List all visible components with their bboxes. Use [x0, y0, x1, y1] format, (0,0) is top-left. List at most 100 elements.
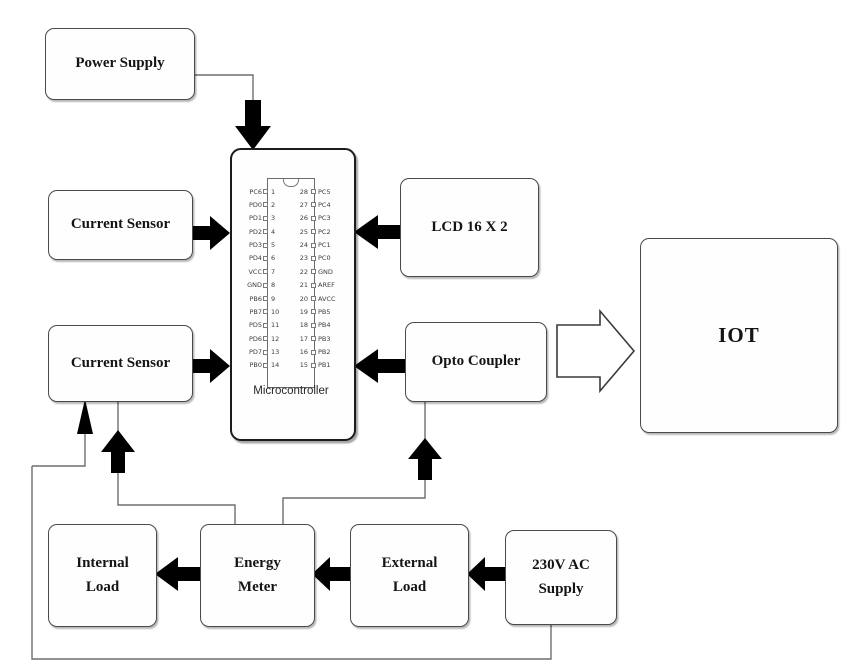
pin-right-stub	[311, 309, 316, 315]
pin-right-stub	[311, 229, 316, 235]
arrow-up-into-opto	[408, 438, 442, 480]
arrow-lcd-to-micro	[354, 215, 400, 249]
pin-left-stub	[263, 362, 268, 368]
block-energy-meter-line1: Energy	[234, 555, 281, 572]
pin-left-number: 14	[271, 361, 280, 370]
pin-left-stub	[263, 189, 268, 194]
pin-right-number: 28	[299, 187, 308, 196]
block-current-sensor-top: Current Sensor	[48, 190, 193, 260]
pin-right-name: AREF	[318, 281, 335, 290]
ic-pin-row: PD6 12 17 PB3	[238, 334, 344, 343]
pin-left-name: PD3	[248, 241, 262, 249]
block-energy-meter-line2: Meter	[237, 578, 278, 595]
arrow-opto-to-iot	[556, 308, 636, 394]
pin-right-name: PC3	[318, 214, 331, 223]
block-power-supply: Power Supply	[45, 28, 195, 100]
pin-right-name: PC0	[318, 254, 331, 263]
pin-right-number: 20	[299, 294, 308, 303]
pin-left-number: 2	[271, 200, 276, 209]
pin-right-stub	[311, 322, 316, 328]
pin-right-name: PB3	[318, 334, 331, 343]
pin-right-stub	[311, 282, 316, 288]
pin-right-number: 26	[299, 214, 308, 223]
wire-thin-arrow-stem	[32, 433, 86, 467]
pin-left-number: 7	[271, 267, 276, 276]
arrow-up-into-cs2	[101, 430, 135, 473]
pin-left-stub	[263, 215, 268, 221]
block-ac-supply: 230V AC Supply	[505, 530, 617, 625]
block-external-load-line2: Load	[392, 578, 427, 595]
block-iot-label: IOT	[718, 323, 760, 348]
pin-right-number: 15	[299, 361, 308, 370]
block-current-sensor-bottom-label: Current Sensor	[70, 354, 171, 371]
block-internal-load: Internal Load	[48, 524, 157, 627]
pin-left-stub	[263, 282, 268, 288]
pin-left-stub	[263, 242, 268, 248]
pin-left-name: PD2	[248, 227, 262, 236]
arrow-cs1-to-micro	[192, 216, 230, 250]
pin-left-number: 9	[271, 294, 276, 303]
block-internal-load-line2: Load	[85, 578, 120, 595]
pin-right-stub	[311, 255, 316, 261]
arrow-ac-to-externalload	[467, 557, 505, 591]
pin-left-number: 11	[271, 321, 280, 330]
pin-right-name: GND	[318, 267, 333, 276]
wire-cs2-stem-bottom	[117, 471, 236, 525]
arrow-power-to-micro	[235, 100, 271, 150]
pin-left-number: 5	[271, 241, 276, 249]
pin-right-number: 18	[299, 321, 308, 330]
pin-left-number: 8	[271, 281, 276, 290]
pin-right-name: PB2	[318, 348, 331, 356]
arrow-el-to-energymeter	[312, 557, 350, 591]
block-ac-supply-line1: 230V AC	[532, 557, 590, 574]
ic-pin-row: PD3 5 24 PC1	[238, 241, 344, 250]
pin-left-number: 12	[271, 334, 280, 343]
pin-right-number: 22	[299, 267, 308, 276]
pin-left-name: PB6	[249, 294, 262, 303]
pin-left-stub	[263, 322, 268, 328]
arrow-cs2-to-micro	[191, 349, 230, 383]
pin-right-name: PC1	[318, 241, 331, 249]
pin-right-name: PC4	[318, 200, 331, 209]
pin-left-number: 6	[271, 254, 276, 263]
arrow-thin-up-into-cs2	[77, 399, 93, 434]
block-lcd-label: LCD 16 X 2	[431, 218, 508, 235]
pin-left-name: PD0	[248, 200, 262, 209]
pin-right-stub	[311, 215, 316, 221]
pin-left-name: PD5	[248, 321, 262, 330]
pin-left-name: PD6	[248, 334, 262, 343]
pin-right-name: PB4	[318, 321, 331, 330]
block-current-sensor-bottom: Current Sensor	[48, 325, 193, 402]
pin-left-number: 1	[271, 187, 276, 196]
block-power-supply-label: Power Supply	[75, 55, 165, 72]
pin-right-number: 16	[299, 348, 308, 356]
pin-left-number: 10	[271, 307, 280, 316]
pin-left-stub	[263, 229, 268, 235]
block-iot: IOT	[640, 238, 838, 433]
pin-right-number: 24	[299, 241, 308, 249]
pin-right-stub	[311, 269, 316, 275]
ic-pin-row: PD7 13 16 PB2	[238, 348, 344, 357]
block-ac-supply-line2: Supply	[538, 580, 584, 597]
pin-left-stub	[263, 349, 268, 355]
pin-left-number: 13	[271, 348, 280, 356]
block-external-load-line1: External	[381, 555, 438, 572]
pin-right-number: 25	[299, 227, 308, 236]
pin-right-number: 17	[299, 334, 308, 343]
pin-right-stub	[311, 242, 316, 248]
ic-pin-row: PD5 11 18 PB4	[238, 321, 344, 330]
pin-right-stub	[311, 202, 316, 208]
block-energy-meter: Energy Meter	[200, 524, 315, 627]
pin-left-name: PD7	[248, 348, 262, 356]
pin-right-name: PC2	[318, 227, 331, 236]
wire-opto-stem-bottom	[282, 478, 426, 525]
block-current-sensor-top-label: Current Sensor	[70, 216, 171, 233]
pin-left-name: PC6	[249, 187, 262, 196]
arrow-opto-to-micro	[354, 349, 405, 383]
